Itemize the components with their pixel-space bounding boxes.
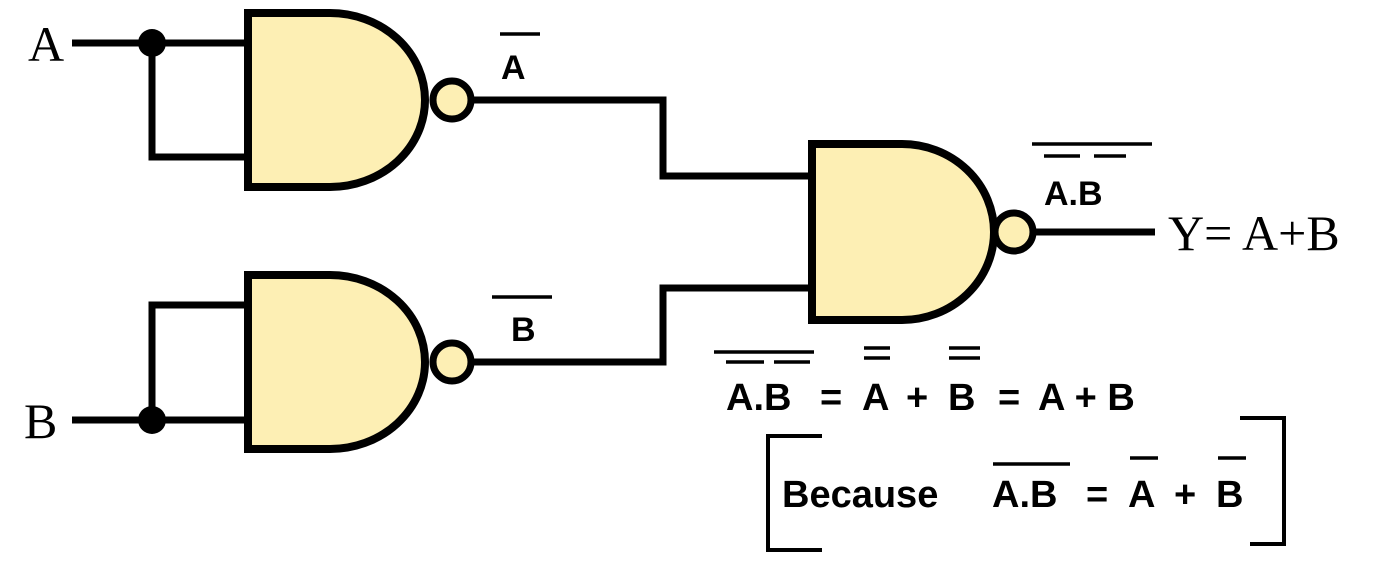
nand-gate-3-bubble — [991, 209, 1037, 255]
eq-plus-1: + — [906, 377, 928, 419]
nand-gate-3 — [808, 140, 998, 324]
nand-gate-2-bubble — [429, 339, 475, 385]
label-not-b: B — [511, 311, 536, 349]
note-term2: A — [1128, 474, 1155, 516]
eq-term1: A.B — [726, 377, 791, 419]
output-label: Y= A+B — [1168, 205, 1340, 261]
note-bracket-right — [1240, 416, 1286, 546]
note-bracket-left — [766, 434, 822, 552]
eq-result: A + B — [1038, 377, 1135, 419]
input-label-a: A — [28, 16, 64, 72]
nand-gate-1 — [244, 9, 429, 191]
note-equals: = — [1086, 474, 1108, 516]
label-not-a: A — [501, 49, 526, 87]
eq-equals-1: = — [820, 377, 842, 419]
label-nand-out: A.B — [1044, 175, 1103, 213]
wire-b-loop — [148, 301, 248, 420]
junction-dot-b — [138, 406, 166, 434]
note-because: Because — [782, 474, 938, 516]
wire-not-a — [470, 96, 812, 180]
note-term1: A.B — [992, 474, 1057, 516]
wire-not-b — [470, 284, 812, 366]
note-term3: B — [1216, 474, 1243, 516]
nand-gate-1-bubble — [429, 77, 475, 123]
junction-dot-a — [138, 29, 166, 57]
eq-equals-2: = — [998, 377, 1020, 419]
eq-term2: A — [862, 377, 889, 419]
nand-gate-2 — [244, 271, 429, 453]
input-label-b: B — [24, 393, 57, 449]
note-plus: + — [1174, 474, 1196, 516]
eq-term3: B — [948, 377, 975, 419]
wire-a-loop — [148, 43, 248, 161]
